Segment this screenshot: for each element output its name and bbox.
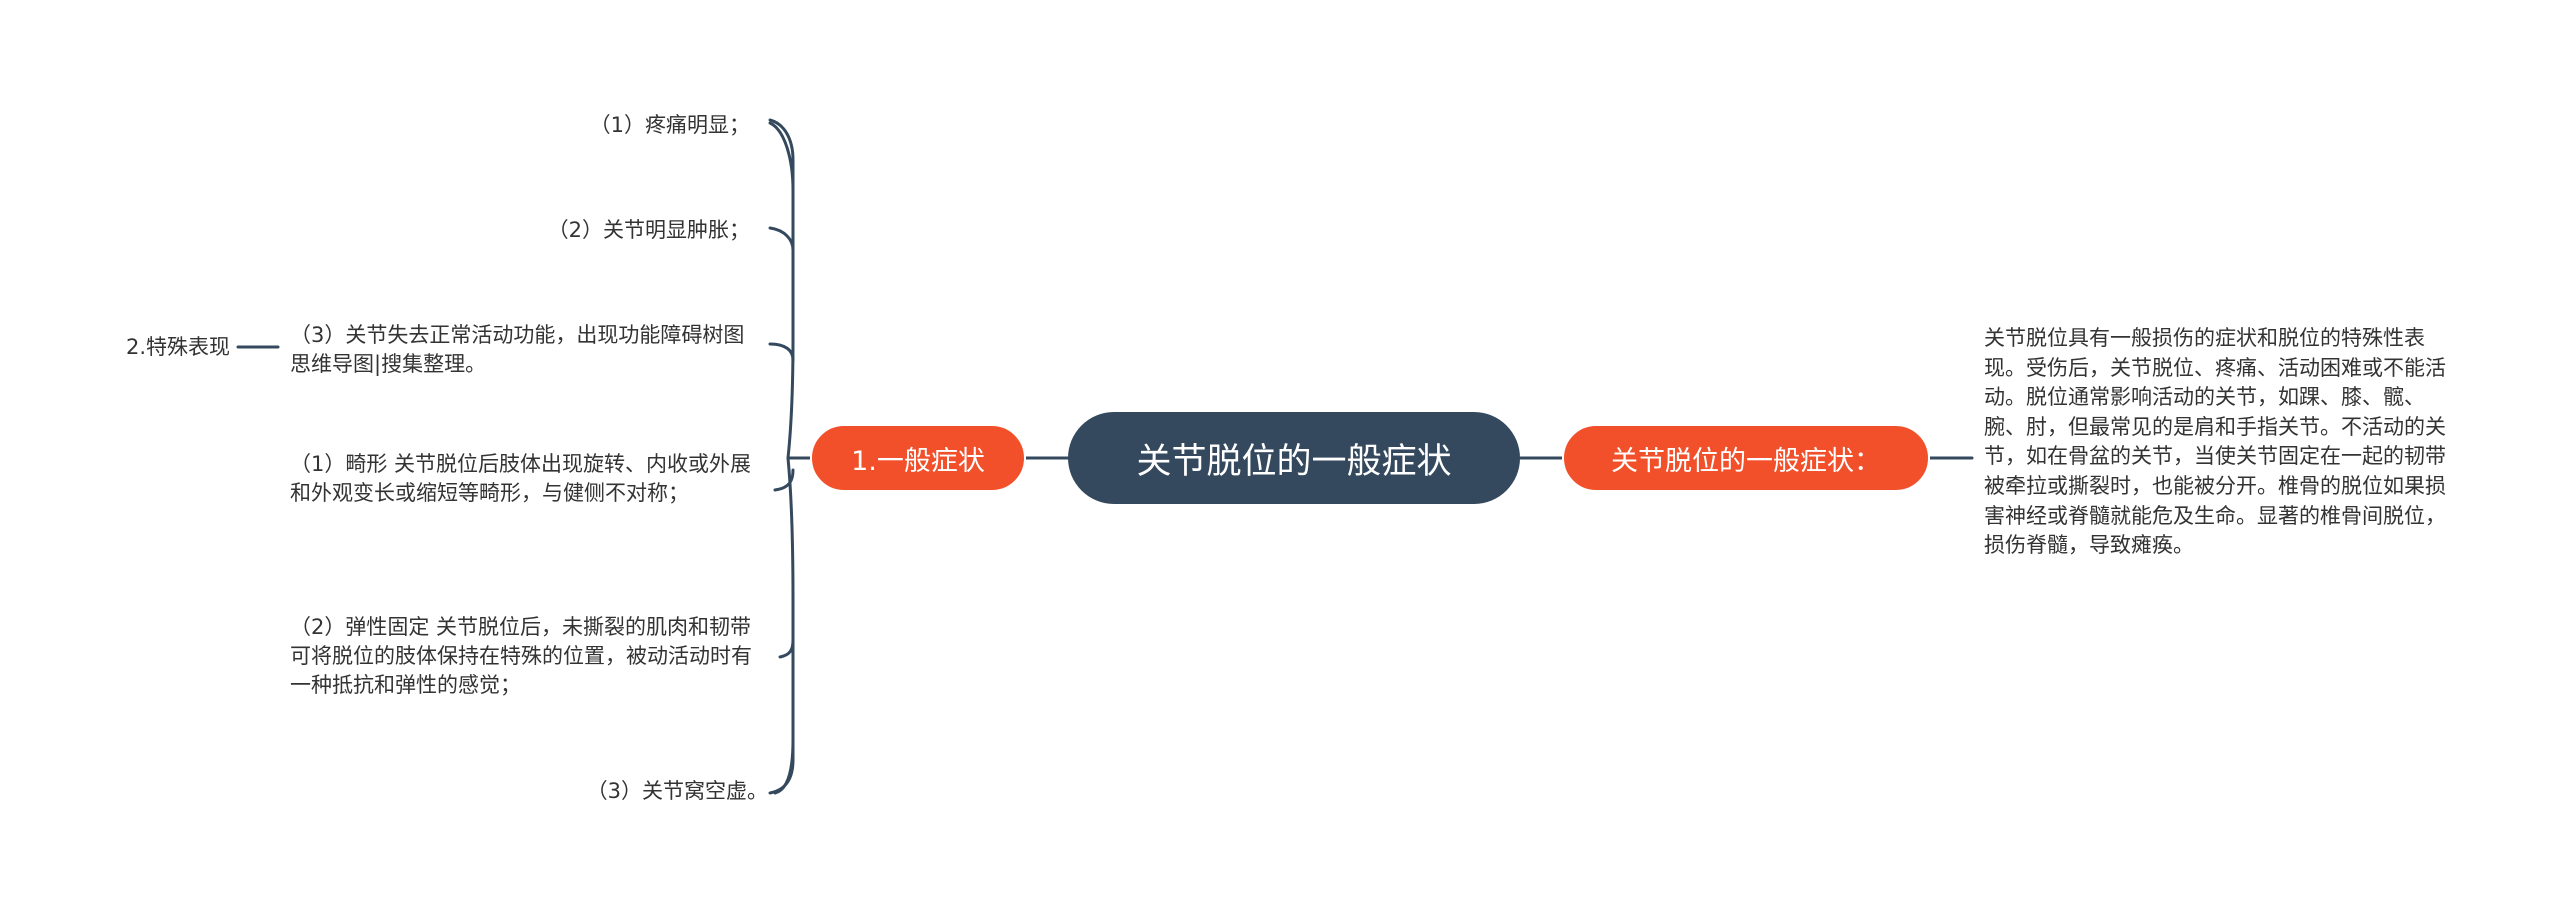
- branch-right-general-symptoms[interactable]: 关节脱位的一般症状：: [1562, 424, 1930, 492]
- connector-leaf-3: [768, 342, 795, 362]
- leaf-pain[interactable]: （1）疼痛明显；: [589, 113, 750, 137]
- sub-topic-special-signs[interactable]: 2.特殊表现: [125, 335, 230, 359]
- leaf-deformity[interactable]: （1）畸形 关节脱位后肢体出现旋转、内收或外展和外观变长或缩短等畸形，与健侧不对…: [290, 452, 752, 505]
- connector-leaf-4: [773, 468, 795, 492]
- connector-leaf-5: [778, 638, 795, 659]
- right-description[interactable]: 关节脱位具有一般损伤的症状和脱位的特殊性表现。受伤后，关节脱位、疼痛、活动困难或…: [1984, 326, 2446, 558]
- branch-general-symptoms[interactable]: 1.一般症状: [810, 424, 1026, 492]
- leaf-swelling[interactable]: （2）关节明显肿胀；: [547, 218, 750, 242]
- central-topic[interactable]: 关节脱位的一般症状: [1068, 412, 1520, 504]
- leaf-empty-socket[interactable]: （3）关节窝空虚。: [586, 779, 768, 803]
- leaf-elastic-fixation[interactable]: （2）弹性固定 关节脱位后，未撕裂的肌肉和韧带可将脱位的肢体保持在特殊的位置，被…: [290, 615, 752, 697]
- connector-leaf-6: [773, 738, 795, 795]
- leaf-loss-of-function[interactable]: （3）关节失去正常活动功能，出现功能障碍树图思维导图|搜集整理。: [290, 323, 745, 376]
- connector-leaf-1: [768, 121, 795, 192]
- connector-leaf-2: [768, 226, 795, 252]
- connector-trunk: [768, 118, 795, 460]
